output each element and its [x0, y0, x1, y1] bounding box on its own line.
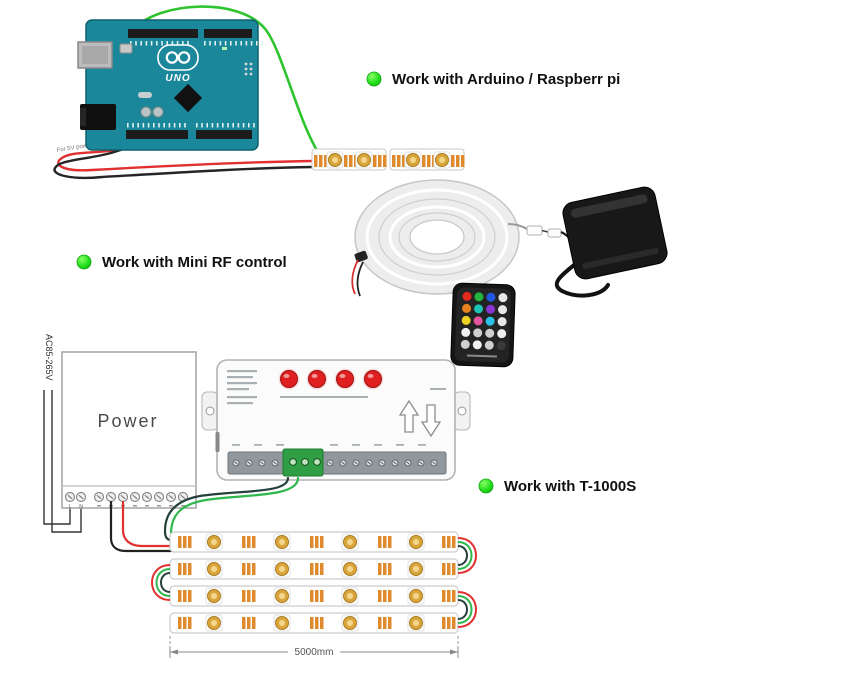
controller-button: [306, 368, 328, 390]
controller-button: [334, 368, 356, 390]
crystal: [138, 92, 152, 98]
annotation-t1000s: Work with T-1000S: [478, 478, 636, 495]
icsp-pins: [244, 62, 253, 76]
uno-logo: UNO: [157, 44, 199, 84]
capacitor: [140, 106, 152, 118]
pin-header-top-2: [204, 29, 252, 38]
up-down-arrows-icon: [398, 399, 442, 438]
green-dot-icon: [478, 478, 494, 494]
ac-input-label: AC85-265V: [44, 334, 54, 381]
controller-button: [362, 368, 384, 390]
feed-wire-dark: [163, 476, 290, 542]
annotation-mini-rf-label: Work with Mini RF control: [102, 254, 287, 271]
power-supply-box: Power L N: [61, 351, 197, 510]
annotation-arduino-label: Work with Arduino / Raspberr pi: [392, 71, 620, 88]
reset-button: [119, 43, 133, 54]
uno-logo-text: UNO: [165, 73, 190, 84]
dimension-label: 5000mm: [295, 647, 334, 658]
power-label: Power: [97, 411, 158, 431]
green-dot-icon: [366, 71, 382, 87]
dimension-line: 5000mm: [169, 636, 459, 658]
annotation-arduino: Work with Arduino / Raspberr pi: [366, 71, 620, 88]
mounting-ear-right: [453, 391, 471, 431]
annotation-mini-rf: Work with Mini RF control: [76, 254, 287, 271]
strip-connection-wires: [151, 537, 477, 628]
mounting-ear-left: [201, 391, 219, 431]
remote-buttons: [460, 291, 508, 351]
dc-power-jack: [80, 104, 116, 130]
coil-red-lead: [351, 259, 359, 295]
green-dot-icon: [76, 254, 92, 270]
led-strip-coil: [351, 179, 520, 297]
capacitor: [152, 106, 164, 118]
controller-button: [278, 368, 300, 390]
t1000s-controller: [201, 359, 471, 481]
ac-input-wires: [43, 390, 82, 533]
led-strip-sample: [312, 149, 465, 170]
red-power-wire: [57, 137, 315, 172]
green-signal-wire: [132, 5, 320, 154]
output-terminal-block: [282, 448, 324, 477]
rf-remote: [450, 282, 516, 368]
annotation-t1000s-label: Work with T-1000S: [504, 478, 636, 495]
led-strip-row-3: [170, 586, 458, 606]
led-strip-row-1: [170, 532, 458, 552]
sd-card-slot: [215, 432, 220, 452]
power-terminals: [64, 491, 189, 503]
terminal-l-label: L: [69, 504, 72, 510]
coil-black-lead: [356, 261, 364, 297]
adapter-cable: [554, 260, 610, 298]
power-led: [222, 47, 227, 50]
coil-end-connector: [354, 250, 368, 263]
remote-brand-print: [466, 354, 497, 358]
feed-wire-black: [109, 500, 173, 553]
pin-header-bottom-2: [196, 130, 252, 139]
pin-header-top-1: [128, 29, 198, 38]
feed-wire-red: [121, 500, 173, 548]
led-strip-row-4: [170, 613, 458, 633]
terminal-n-label: N: [79, 504, 83, 510]
black-ground-wire: [53, 137, 315, 180]
led-strip-row-2: [170, 559, 458, 579]
silkscreen-text: [227, 370, 446, 446]
power-adapter: [554, 186, 668, 298]
pin-header-bottom-1: [126, 130, 188, 139]
led-strip-run: [170, 532, 458, 633]
feed-wires: [109, 476, 300, 553]
feed-wire-green: [169, 476, 300, 540]
arduino-board: UNO: [77, 19, 263, 151]
